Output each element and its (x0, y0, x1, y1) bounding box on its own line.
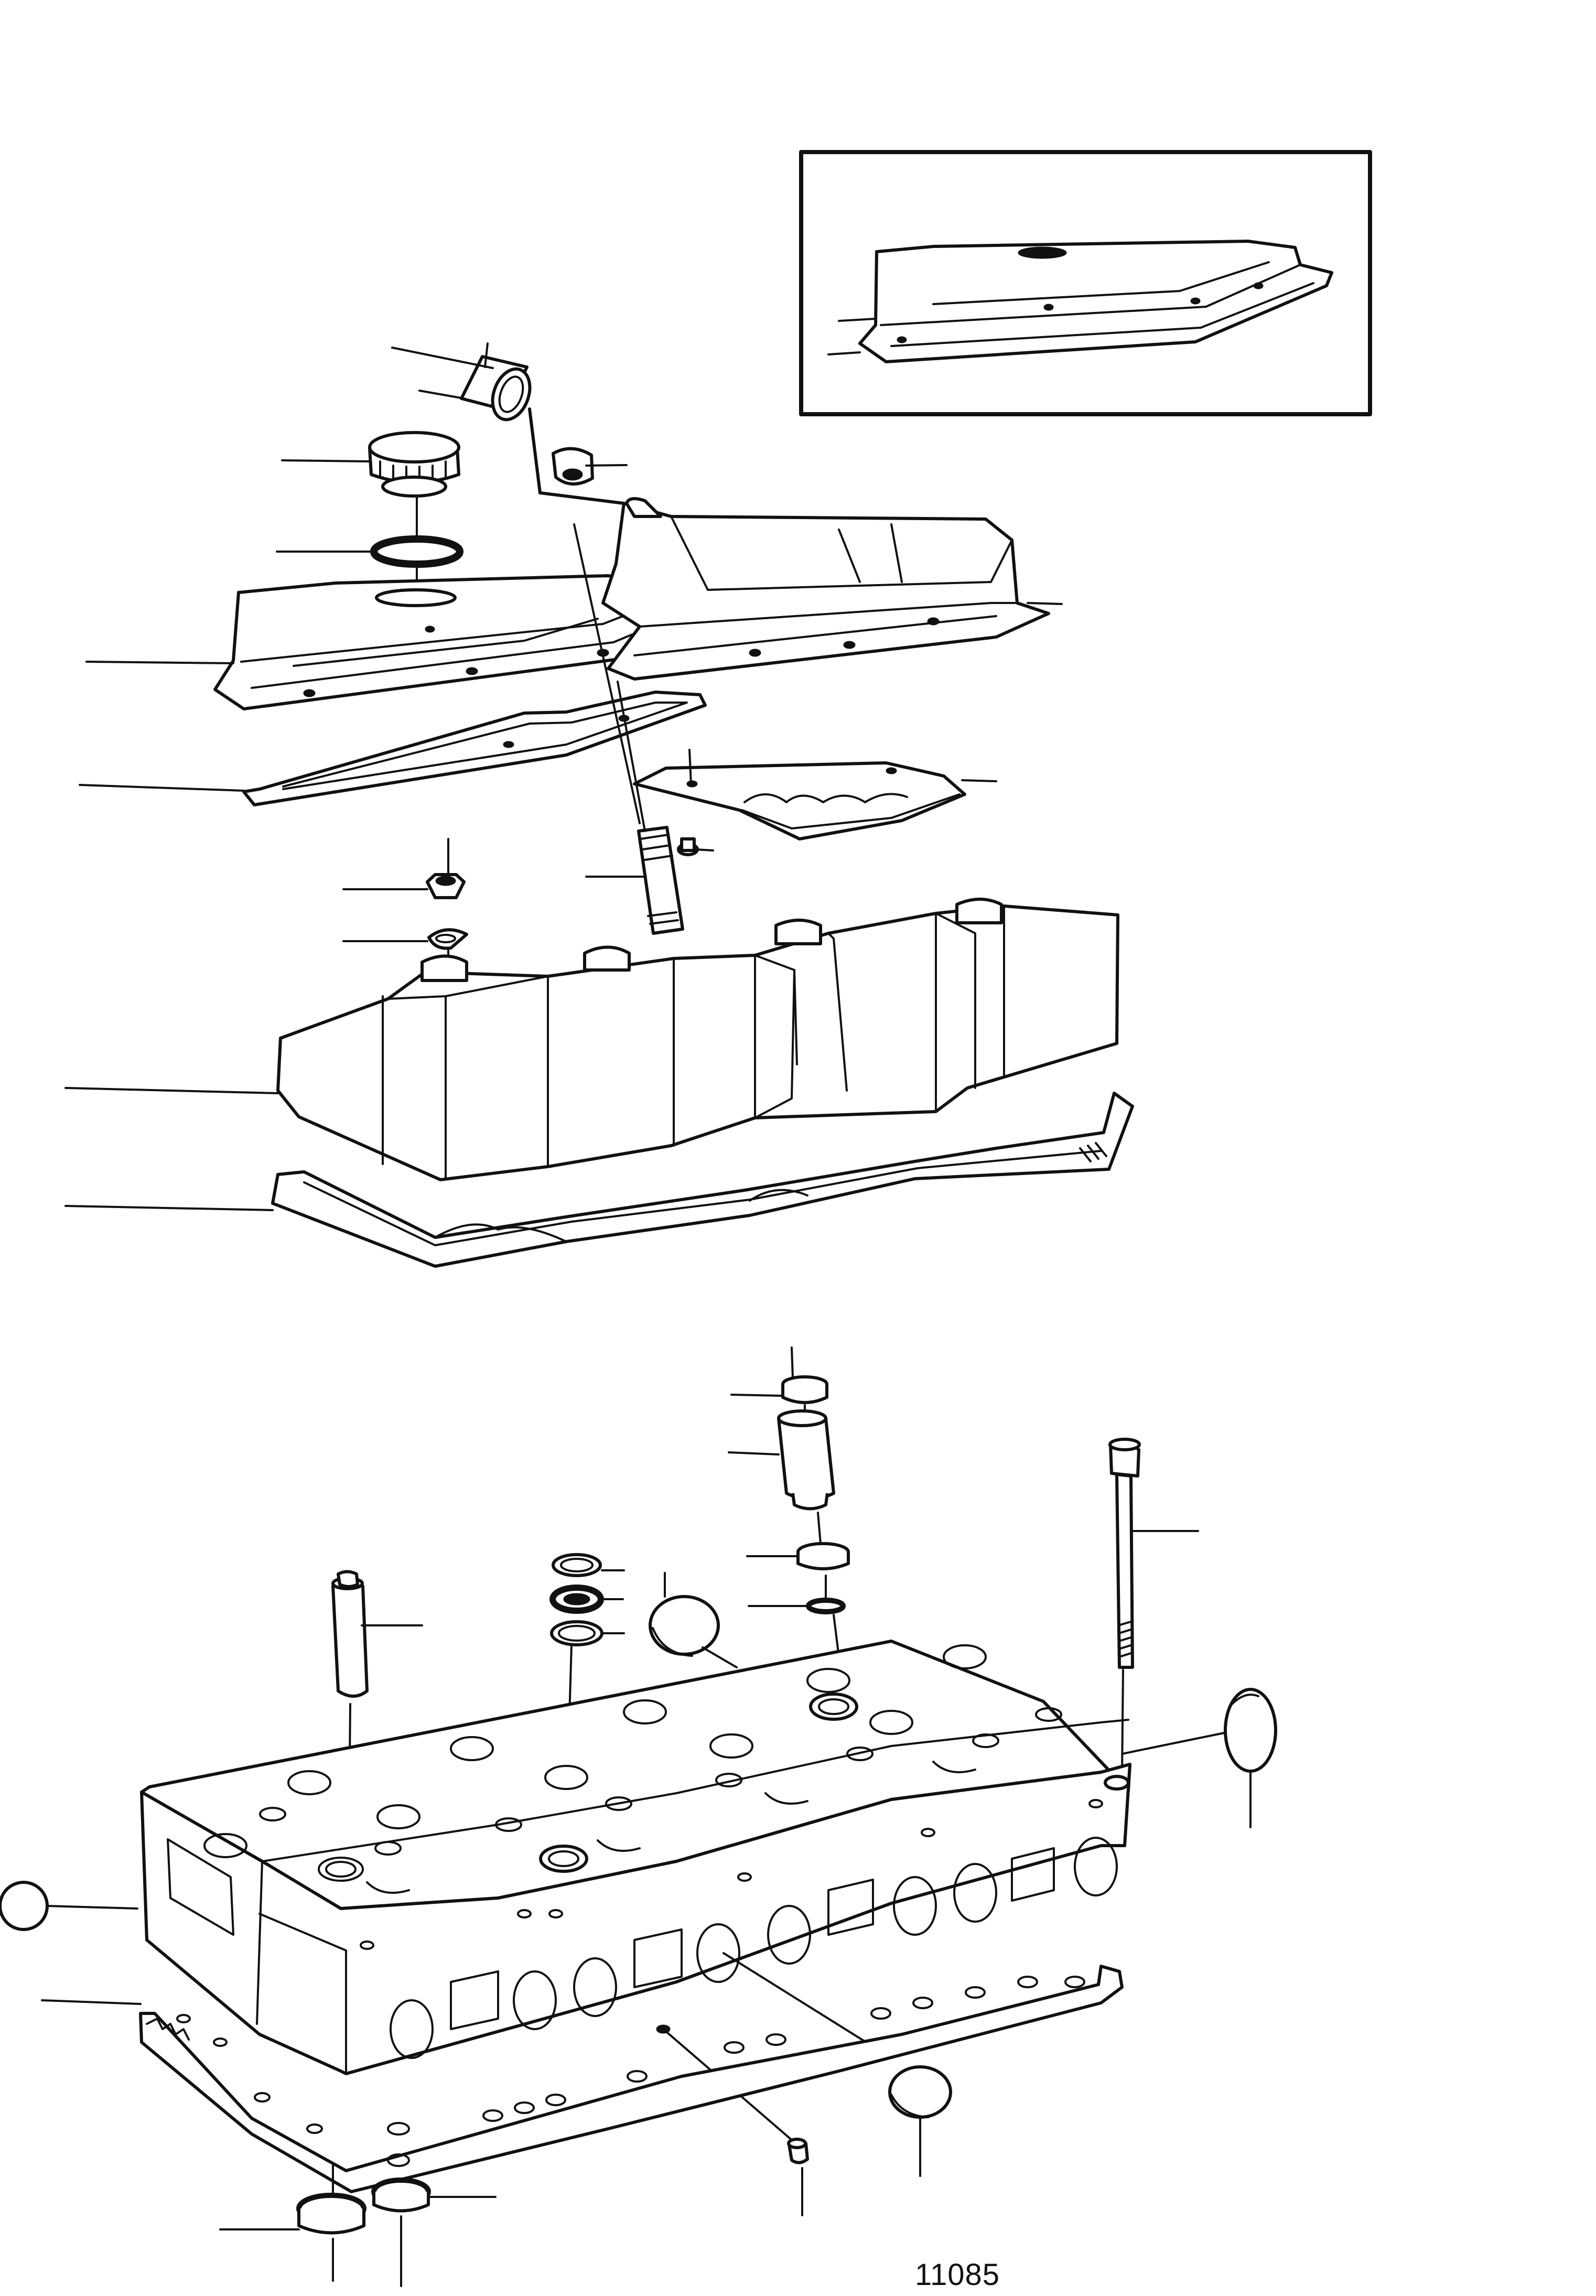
inset-alternative-cover (799, 150, 1372, 416)
valve-cover (64, 898, 1119, 1181)
oil-deflector-plate (633, 749, 997, 840)
cylinder-head-gasket (41, 1965, 1124, 2193)
nipple (787, 2138, 809, 2216)
cap-nut (528, 407, 628, 505)
oil-filler-cap (281, 431, 460, 498)
core-plug-side (888, 2065, 952, 2177)
drawing-number: 11085 (915, 2258, 1000, 2292)
cylinder-head-bolt (1108, 1438, 1199, 1776)
injector-sleeve-seal (730, 1346, 828, 1404)
rocker-cover-rear (601, 497, 1063, 681)
cylinder-head (140, 1640, 1131, 2146)
core-plug-rear (1121, 1688, 1277, 1828)
sealing-ring-left (219, 2164, 366, 2282)
injector-sleeve (728, 1404, 835, 1511)
core-plug-top (649, 1572, 738, 1668)
rocker-cover-gasket (79, 691, 707, 806)
hose (391, 342, 532, 422)
hex-nut (342, 838, 466, 899)
core-plug-front (0, 1881, 138, 1931)
sleeve-o-ring (746, 1512, 850, 1570)
sealing-ring-right (371, 2178, 497, 2287)
plate-screw (677, 837, 714, 856)
valve-cover-gasket (64, 1092, 1134, 1268)
valve-seal-rings (549, 1553, 625, 1860)
rocker-cover-front (85, 574, 686, 710)
stud (573, 523, 684, 935)
